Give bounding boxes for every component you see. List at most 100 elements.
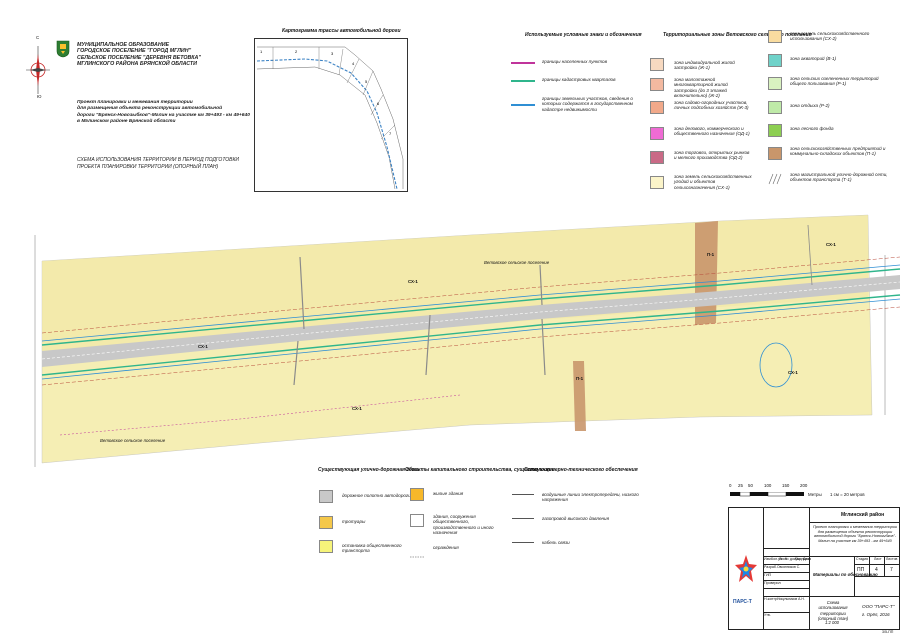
scale-tick-200: 200 <box>800 483 808 488</box>
col-head-izm: Изм. <box>764 557 772 561</box>
label-forest: зона лесного фонда <box>790 126 834 131</box>
line-telecom <box>512 542 534 543</box>
zone-label-sx-b: СХ-1 <box>352 406 362 411</box>
label-sx1: зона земель сельскохозяйственных угодий … <box>674 174 752 190</box>
label-public-buildings: здания, сооружения общественного, произв… <box>433 514 494 535</box>
col-head-doc: № докум. <box>785 557 801 561</box>
label-v1: зона акваторий (В-1) <box>790 56 837 61</box>
scheme-line-1: СХЕМА ИСПОЛЬЗОВАНИЯ ТЕРРИТОРИИ В ПЕРИОД … <box>77 157 240 163</box>
org-line-2: ГОРОДСКОЕ ПОСЕЛЕНИЕ "ГОРОД МГЛИН" <box>77 48 192 55</box>
swatch-sx1 <box>650 176 664 189</box>
label-sx2: зона земель сельскохозяйственного исполь… <box>790 31 870 42</box>
label-p1: зона сельскохозяйственных предприятий и … <box>790 146 886 157</box>
main-map: СХ-1 СХ-1 СХ-1 СХ-1 СХ-1 П-1 П-1 Ветовск… <box>0 205 905 480</box>
stamp-stage-head: Стадия <box>856 557 868 561</box>
scale-tick-100: 100 <box>764 483 772 488</box>
swatch-od2 <box>650 151 664 164</box>
line-power <box>512 494 534 495</box>
org-line-1: МУНИЦИПАЛЬНОЕ ОБРАЗОВАНИЕ <box>77 42 170 48</box>
settlement-label-bottom: Ветовское сельское поселение <box>100 438 166 443</box>
project-title: Проект планировки и межевания территории… <box>77 100 250 126</box>
label-bus-stop: остановка общественного транспорта <box>342 543 402 554</box>
scale-note: 1 см = 20 метров <box>830 492 865 497</box>
inset-segment-7: 7 <box>389 131 392 136</box>
label-gas: газопровод высокого давления <box>542 516 610 521</box>
swatch-sx2 <box>768 30 782 43</box>
label-sidewalk: тротуары <box>342 519 366 524</box>
logo-text: ПАРС-Т <box>733 599 752 605</box>
scale-tick-150: 150 <box>782 483 790 488</box>
swatch-bus-stop <box>319 540 333 553</box>
stamp-sheets-head: Листов <box>886 557 898 561</box>
legend-line-cadastral <box>511 80 535 82</box>
swatch-public-buildings <box>410 514 424 527</box>
label-t1: зона магистральной улично-дорожной сети,… <box>790 172 888 183</box>
zone-label-sx-a: СХ-1 <box>408 279 418 284</box>
stamp-sheet-head: Лист <box>874 557 882 561</box>
stamp-scale: 1:2 000 <box>825 620 839 625</box>
project-line-1: Проект планировки и межевания территории <box>77 100 193 105</box>
title-block: ПАРС-Т Изм. Кол.уч Лист № докум. Подпись… <box>728 507 900 630</box>
stamp-sheets: 7 <box>890 567 893 573</box>
zone-label-p1-b: П-1 <box>576 376 584 381</box>
col-head-list: Лист <box>779 557 787 561</box>
project-line-3: дороги "Брянск-Новозыбков"-Мглин на учас… <box>77 112 250 118</box>
inset-segment-5: 5 <box>365 79 368 84</box>
inset-segment-1: 1 <box>260 49 263 54</box>
label-power: воздушные линии электропередачи, низкого… <box>542 492 639 503</box>
inset-segment-3: 3 <box>331 51 334 56</box>
role-nkontr: Н.контр. <box>764 597 778 601</box>
stamp-city: г. Орёл, 2016 <box>862 612 890 617</box>
label-r1: зона сельских озелененных территорий общ… <box>790 76 879 87</box>
legend-symbols-title: Используемые условные знаки и обозначени… <box>525 32 642 38</box>
label-r2: зона отдыха (Р-2) <box>790 103 830 108</box>
swatch-zh1 <box>650 58 664 71</box>
label-zh2: зона малоэтажной многоквартирной жилой з… <box>674 77 728 98</box>
zone-label-sx-d: СХ-1 <box>788 370 798 375</box>
legend-road-title: Существующая улично-дорожная сеть <box>318 467 420 473</box>
inset-segment-6: 6 <box>377 101 380 106</box>
stamp-project-desc: Проект планировки и межевания территории… <box>813 525 897 544</box>
swatch-od1 <box>650 127 664 140</box>
swatch-sidewalk <box>319 516 333 529</box>
inset-segment-2: 2 <box>295 49 298 54</box>
legend-line-parcel <box>511 104 535 106</box>
swatch-t1-hatch-icon <box>768 172 782 185</box>
swatch-zh3 <box>650 101 664 114</box>
col-head-date: Дата <box>803 557 811 561</box>
label-od1: зона делового, коммерческого и обществен… <box>674 126 750 137</box>
coat-of-arms-icon <box>56 40 70 58</box>
swatch-road-pavement <box>319 490 333 503</box>
label-zh3: зона садово-огородных участков, личных п… <box>674 100 749 111</box>
org-line-3: СЕЛЬСКОЕ ПОСЕЛЕНИЕ "ДЕРЕВНЯ ВЕТОВКА" <box>77 54 201 61</box>
scheme-title: СХЕМА ИСПОЛЬЗОВАНИЯ ТЕРРИТОРИИ В ПЕРИОД … <box>77 157 239 170</box>
col-head-kol: Кол.уч <box>771 557 782 561</box>
swatch-residential <box>410 488 424 501</box>
swatch-v1 <box>768 54 782 67</box>
scale-tick-25: 25 <box>738 483 743 488</box>
scheme-line-2: ПРОЕКТА ПЛАНИРОВКИ ТЕРРИТОРИИ (ОПОРНЫЙ П… <box>77 163 219 170</box>
name-razrab: Овсянников С. <box>777 565 801 569</box>
label-residential: жилые здания <box>433 491 464 496</box>
project-line-2: для размещения объекта реконструкции авт… <box>77 106 223 112</box>
label-telecom: кабель связи <box>542 540 570 545</box>
legend-utilities-title: Сети инженерно-технического обеспечения <box>524 467 638 473</box>
compass-north-letter: С <box>36 35 40 40</box>
swatch-r1 <box>768 77 782 90</box>
fence-line-icon <box>410 546 424 558</box>
scale-bar: 0 25 50 100 150 200 Метры 1 см = 20 метр… <box>729 483 900 506</box>
scale-unit: Метры <box>808 492 822 497</box>
legend-zones-title: Территориальные зоны Ветовского сельског… <box>663 32 812 38</box>
swatch-p1 <box>768 147 782 160</box>
inset-map: 1 2 3 4 5 6 7 <box>254 38 408 192</box>
stamp-company: ООО "ПАРС-Т" <box>862 604 895 609</box>
org-title: МУНИЦИПАЛЬНОЕ ОБРАЗОВАНИЕ ГОРОДСКОЕ ПОСЕ… <box>77 42 201 68</box>
scale-tick-0: 0 <box>729 483 732 488</box>
col-head-sign: Подпись <box>795 557 810 561</box>
project-line-4: в Мглинском районе Брянской области <box>77 119 176 125</box>
compass-rose-icon <box>24 28 52 100</box>
swatch-r2 <box>768 101 782 114</box>
stamp-section: Материалы по обоснованию <box>813 572 878 577</box>
role-razrab: Разраб. <box>764 565 777 569</box>
stamp-sheet: 4 <box>875 567 878 573</box>
